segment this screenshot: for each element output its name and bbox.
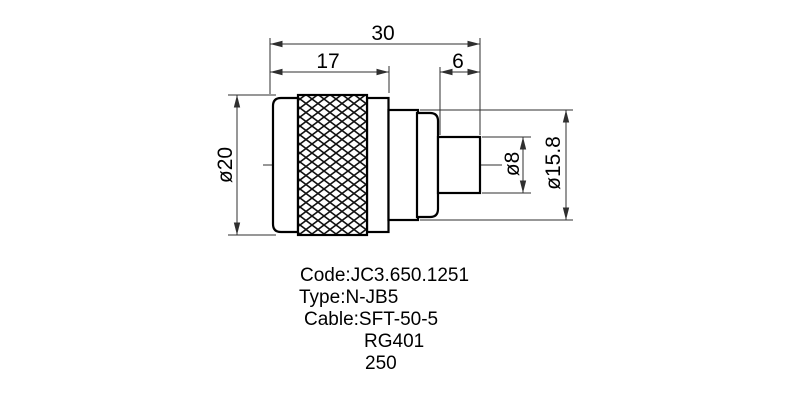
coupling-nut-left-cap [271, 96, 300, 234]
dim-label-d8: ø8 [501, 152, 524, 177]
dimension-pin-length: 6 [440, 50, 480, 76]
dimension-body-diameter: ø20 [214, 95, 241, 235]
rear-bushing [415, 111, 440, 219]
note-code: Code:JC3.650.1251 [300, 265, 469, 286]
knurl-section [296, 93, 369, 237]
extension-lines [228, 38, 573, 236]
dimension-overall-length: 30 [270, 22, 480, 48]
connector-outline [263, 93, 502, 237]
dim-label-d20: ø20 [214, 147, 237, 183]
body-right-collar [365, 96, 390, 234]
dim-label-6: 6 [452, 50, 464, 73]
dim-label-17: 17 [316, 50, 339, 73]
dimension-flange-diameter: ø15.8 [542, 110, 570, 220]
note-cable-alt1: RG401 [364, 331, 424, 352]
notes-block: Code:JC3.650.1251 Type:N-JB5 Cable:SFT-5… [299, 265, 469, 374]
cable-stub [436, 135, 482, 195]
note-cable: Cable:SFT-50-5 [304, 309, 438, 330]
flange-step [387, 108, 420, 222]
dimension-pin-diameter: ø8 [501, 137, 527, 193]
note-cable-alt2: 250 [365, 353, 397, 374]
note-type: Type:N-JB5 [299, 287, 398, 308]
dim-label-30: 30 [371, 22, 394, 45]
dim-label-d15-8: ø15.8 [542, 136, 565, 190]
dimension-nut-length: 17 [270, 50, 389, 76]
